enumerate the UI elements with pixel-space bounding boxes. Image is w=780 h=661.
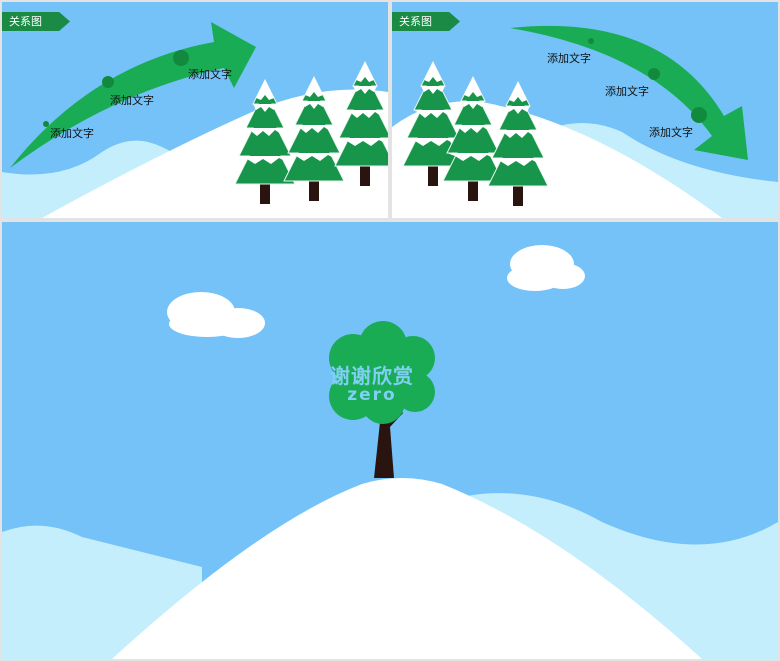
slide-thanks: 谢谢欣赏 zero — [2, 222, 778, 659]
section-tag: 关系图 — [392, 12, 460, 31]
slide3-illustration — [2, 245, 778, 659]
slide-relationship-2: 关系图 添加文字 添加文字 添加文字 — [392, 2, 778, 218]
slide2-illustration — [392, 25, 778, 218]
text-label: 添加文字 — [649, 126, 693, 139]
slide-relationship-1: 关系图 添加文字 添加文字 添加文字 — [2, 2, 388, 218]
text-label: 添加文字 — [110, 94, 154, 107]
tree-crown — [329, 321, 435, 424]
cloud-icon — [507, 245, 585, 291]
arrow-shape — [10, 22, 256, 168]
tree-trunk — [368, 402, 403, 478]
text-label: 添加文字 — [547, 52, 591, 65]
section-tag: 关系图 — [2, 12, 70, 31]
cloud-icon — [167, 292, 265, 338]
text-label: 添加文字 — [50, 127, 94, 140]
thanks-title: 谢谢欣赏 — [330, 364, 414, 388]
thanks-subtitle: zero — [347, 385, 397, 405]
arrow-shape — [510, 25, 748, 160]
text-label: 添加文字 — [188, 68, 232, 81]
text-label: 添加文字 — [605, 85, 649, 98]
slide1-illustration — [2, 22, 388, 218]
